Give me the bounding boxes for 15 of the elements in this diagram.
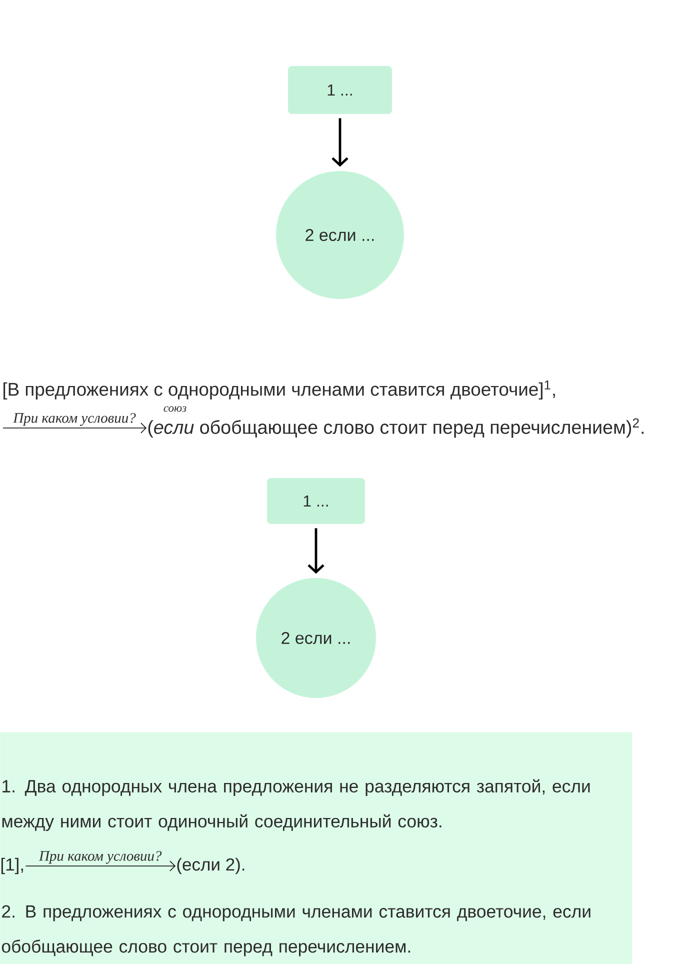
step-box: 1 ...	[267, 478, 365, 524]
clause-scheme: (если 2).	[177, 858, 244, 874]
arrow	[332, 118, 348, 167]
step-box: 1 ...	[288, 66, 392, 114]
arrow	[308, 528, 324, 574]
paragraph: 1. Два однородных члена предложения не разделяются запятой, если между ними стоит одиночный соединительный союз.	[2, 779, 590, 831]
edge-label: При каком условии?	[38, 851, 162, 864]
sentence-clause: (если обобщающее слово стоит перед перечислением)$^{2}$.	[148, 418, 644, 438]
edge-label: При каком условии?	[13, 413, 136, 426]
arrow	[2, 422, 146, 434]
sentence-clause: [В предложениях с однородными членами ставится двоеточие]$^{1}$,	[4, 380, 555, 400]
arrow	[25, 860, 176, 872]
paragraph: 2. В предложениях с однородными членами ставится двоеточие, если обобщающее слово стоит перед перечислением.	[2, 905, 590, 956]
clause-scheme: [1],	[1, 858, 23, 874]
word-annotation: союз	[164, 406, 186, 412]
